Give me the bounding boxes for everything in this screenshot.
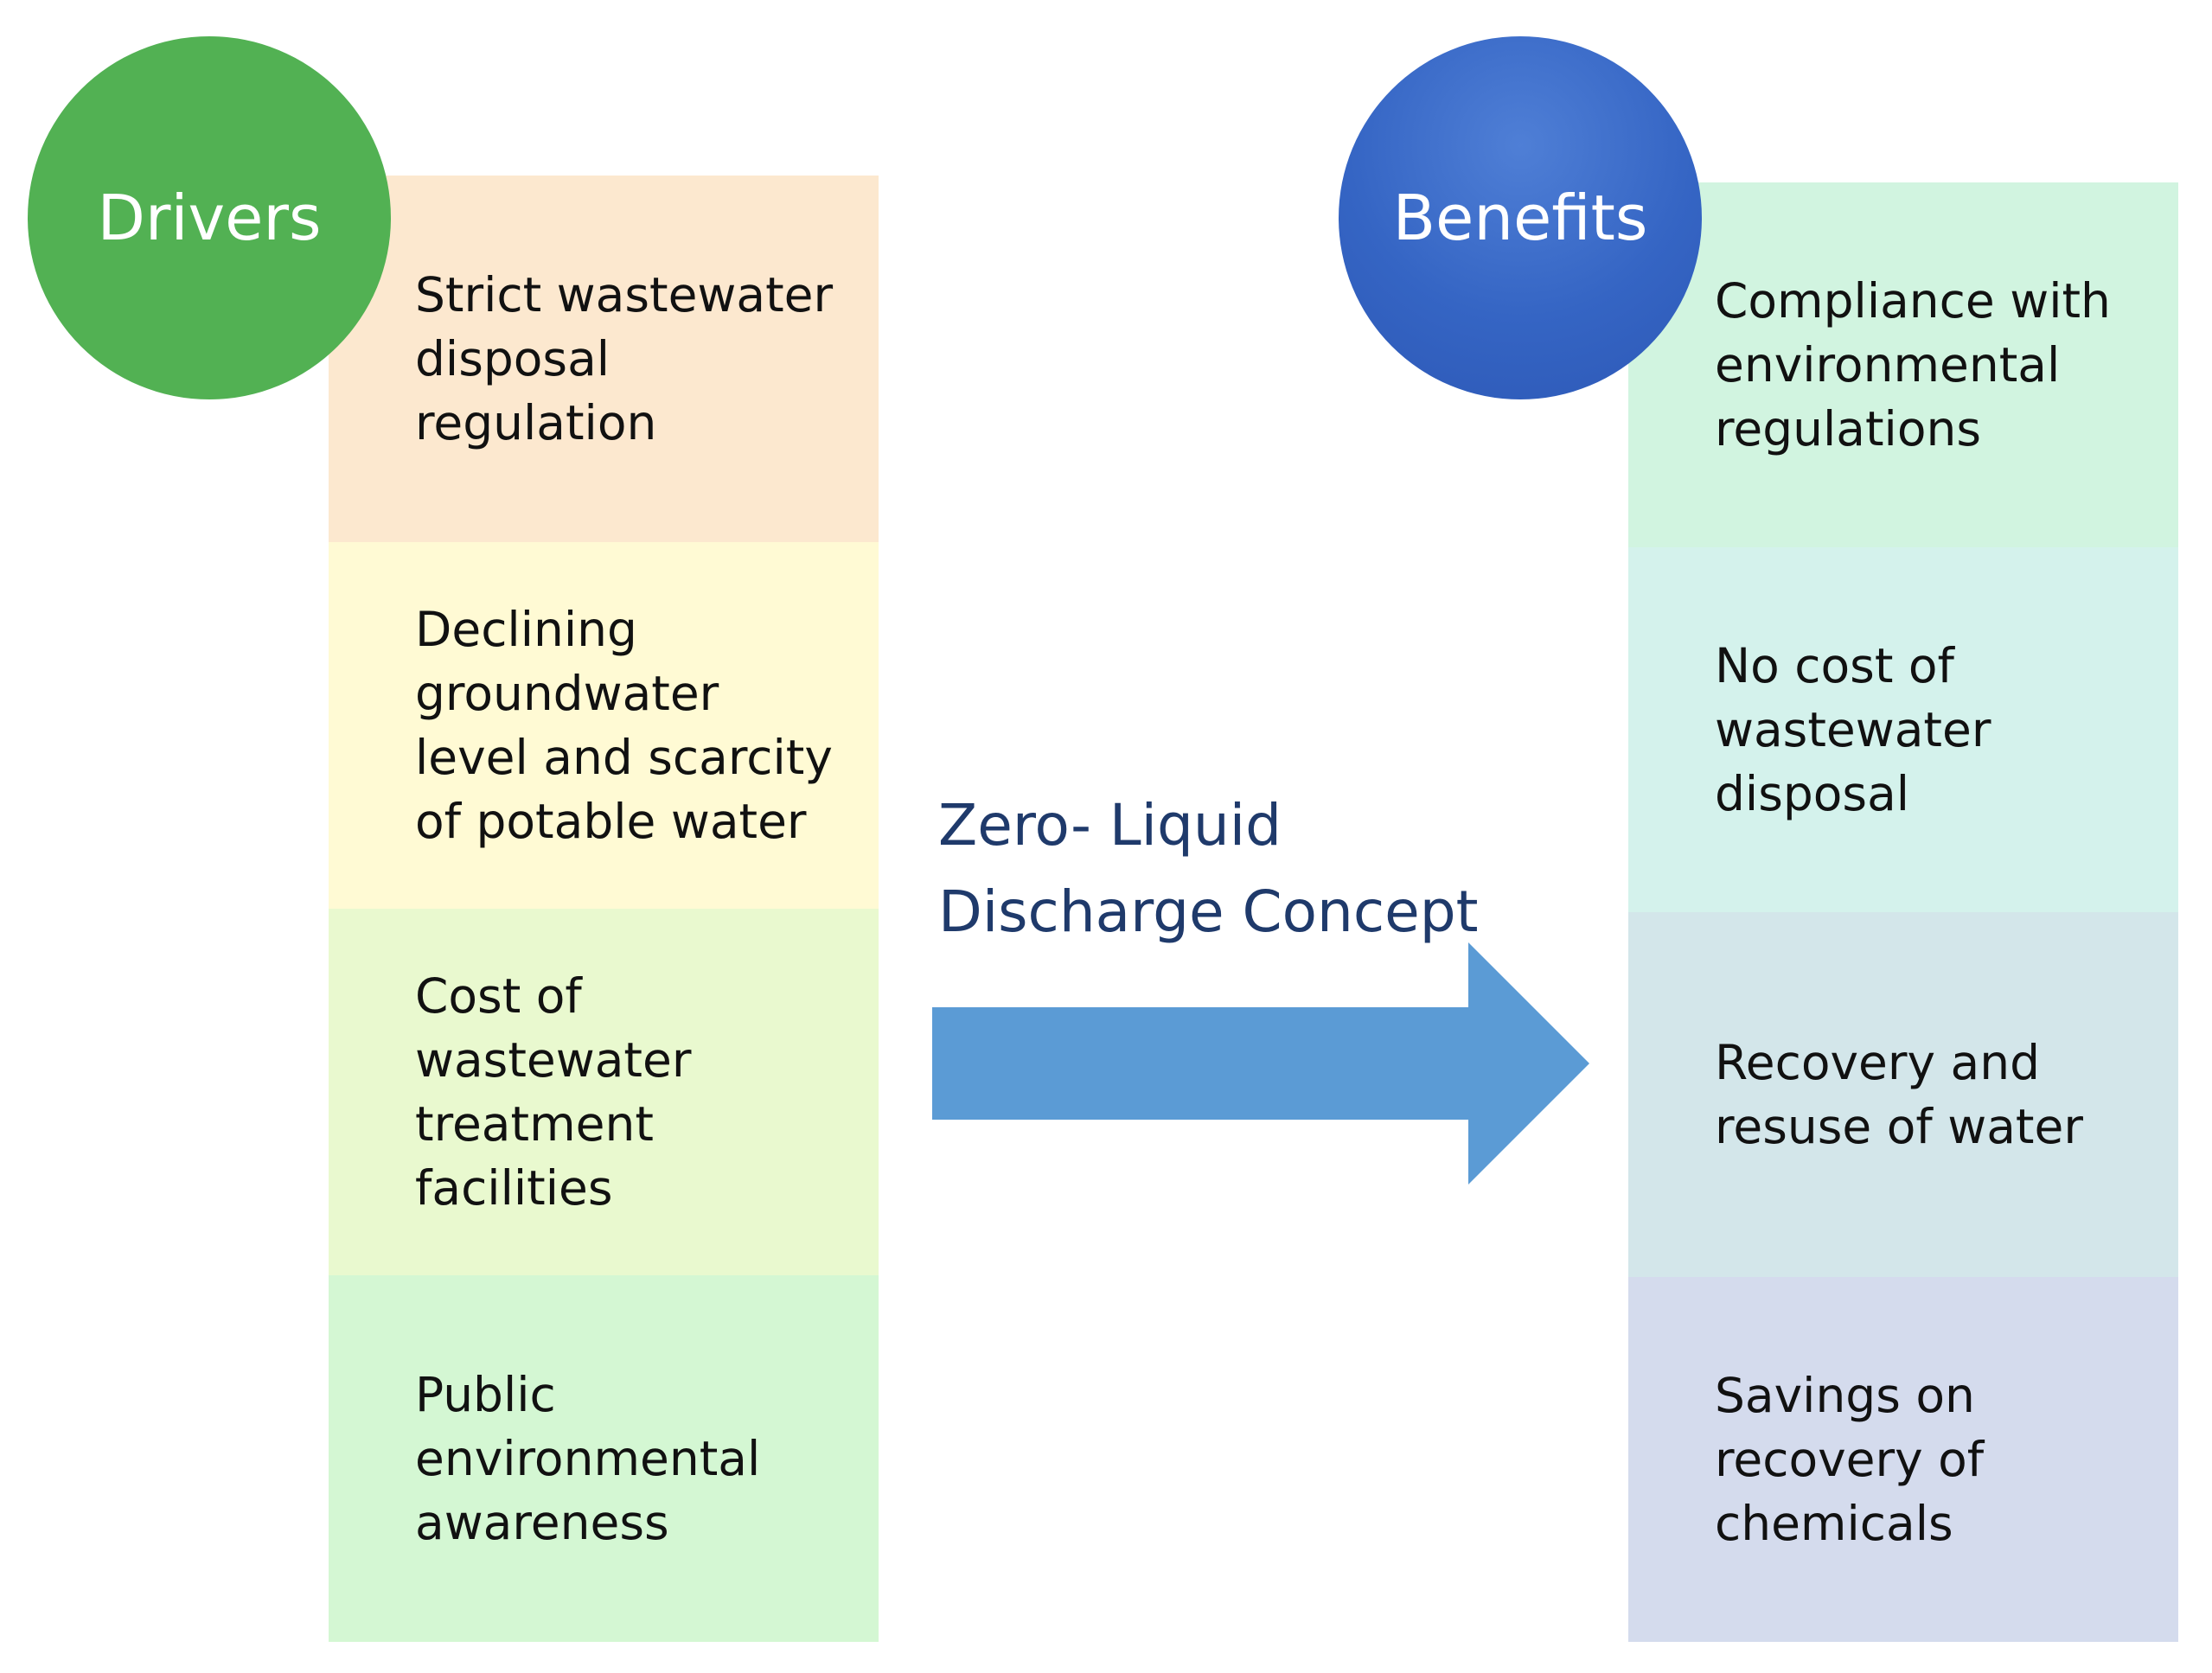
benefits-circle: Benefits <box>1339 36 1702 399</box>
benefit-item-label: Compliance with environmental regulation… <box>1715 273 2111 457</box>
driver-item-awareness: Public environmental awareness <box>329 1275 879 1642</box>
driver-item-label: Public environmental awareness <box>415 1367 761 1550</box>
benefits-column: Compliance with environmental regulation… <box>1628 182 2178 1642</box>
drivers-circle: Drivers <box>28 36 391 399</box>
drivers-column: Strict wastewater disposal regulation De… <box>329 176 879 1642</box>
driver-item-treatment-cost: Cost of wastewater treatment facilities <box>329 909 879 1275</box>
benefit-item-water-reuse: Recovery and resuse of water <box>1628 912 2178 1277</box>
concept-label: Zero- Liquid Discharge Concept <box>938 792 1479 945</box>
driver-item-label: Strict wastewater disposal regulation <box>415 267 834 450</box>
benefits-title: Benefits <box>1392 182 1648 254</box>
drivers-title: Drivers <box>97 182 322 254</box>
arrow-shape <box>932 942 1589 1185</box>
benefit-item-compliance: Compliance with environmental regulation… <box>1628 182 2178 547</box>
benefit-item-no-disposal-cost: No cost of wastewater disposal <box>1628 547 2178 912</box>
driver-item-label: Declining groundwater level and scarcity… <box>415 602 833 849</box>
benefit-item-label: No cost of wastewater disposal <box>1715 638 1991 821</box>
benefit-item-label: Recovery and resuse of water <box>1715 1035 2083 1154</box>
driver-item-label: Cost of wastewater treatment facilities <box>415 968 692 1216</box>
benefit-item-chemical-savings: Savings on recovery of chemicals <box>1628 1277 2178 1642</box>
benefit-item-label: Savings on recovery of chemicals <box>1715 1368 1985 1551</box>
right-arrow-icon <box>932 942 1589 1185</box>
driver-item-regulation: Strict wastewater disposal regulation <box>329 176 879 542</box>
driver-item-groundwater: Declining groundwater level and scarcity… <box>329 542 879 909</box>
